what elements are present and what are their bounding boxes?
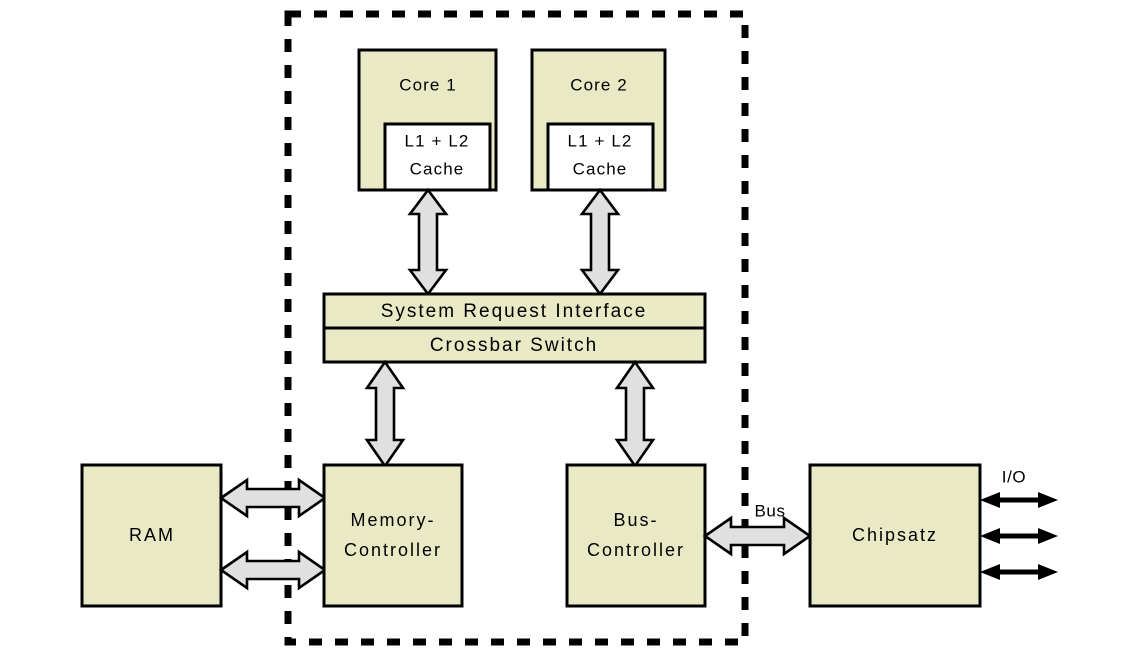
memory-controller-label-line2: Controller [344,540,442,560]
ram-to-memory-controller-channel-b-arrow[interactable] [218,549,328,591]
crossbar-switch-label: Crossbar Switch [430,335,598,356]
cpu-die-boundary [284,10,749,646]
crossbar-to-memory-controller-arrow[interactable] [364,359,406,469]
ram-to-memory-controller-channel-a-arrow[interactable] [218,477,328,519]
chipset-io-2-arrow[interactable] [980,528,1058,544]
chipset-label: Chipsatz [852,525,938,545]
core-2-cache-label-line1: L1 + L2 [568,131,633,150]
chipset-io-3-arrow[interactable] [980,564,1058,580]
system-request-interface-label: System Request Interface [381,301,648,322]
core-2-label: Core 2 [570,75,628,94]
core2-to-sri-arrow[interactable] [579,187,621,297]
memory-controller-label-line1: Memory- [351,510,436,530]
chipset-box[interactable] [808,463,982,608]
io-connection-label: I/O [1002,467,1026,486]
bus-controller-label-line1: Bus- [613,510,658,530]
bus-controller-box[interactable] [565,463,707,608]
core-1-label: Core 1 [399,75,457,94]
core-2-cache-label-line2: Cache [573,159,628,178]
crossbar-switch-box[interactable] [322,326,707,364]
core-1-cache-label-line1: L1 + L2 [405,131,470,150]
core-1-cache-label-line2: Cache [410,159,465,178]
ram-label: RAM [129,525,175,545]
core1-to-sri-arrow[interactable] [407,187,449,297]
core-1-cache-box[interactable] [383,122,492,192]
bus-controller-to-chipset-arrow[interactable] [702,515,813,557]
bus-controller-label-line2: Controller [587,540,685,560]
bus-connection-label: Bus [754,501,785,520]
memory-controller-box[interactable] [322,463,464,608]
chipset-io-1-arrow[interactable] [980,492,1058,508]
crossbar-to-bus-controller-arrow[interactable] [614,359,656,469]
ram-box[interactable] [80,463,223,608]
